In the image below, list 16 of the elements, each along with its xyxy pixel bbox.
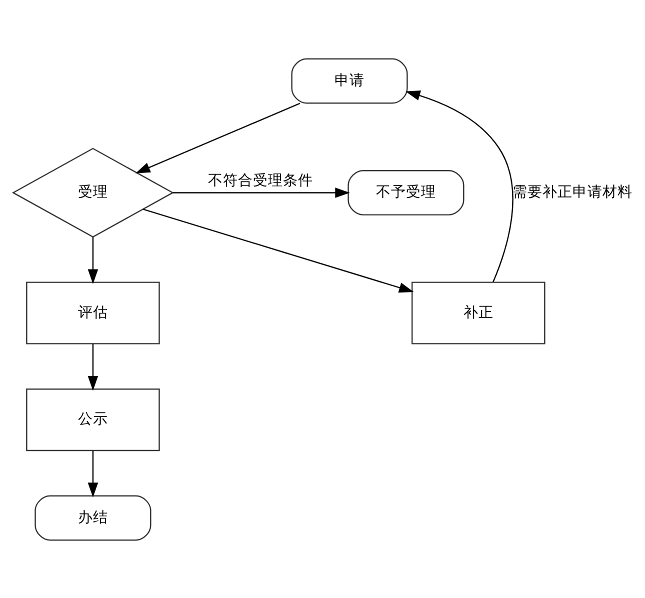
arrow: [88, 236, 98, 284]
node-box: 公示: [26, 388, 160, 451]
node-box: 不予受理: [348, 170, 464, 215]
edge-label: 不符合受理条件: [208, 171, 314, 188]
edge-label: 需要补正申请材料: [512, 183, 632, 200]
arrow: [142, 208, 414, 292]
arrow: [135, 102, 300, 173]
node-diamond: 受理: [12, 147, 174, 238]
node-box: 补正: [412, 281, 546, 344]
node-box: 评估: [26, 281, 160, 344]
arrow: [172, 187, 350, 198]
arrow: [88, 343, 98, 390]
arrow: [88, 450, 98, 497]
arrow: [405, 90, 514, 282]
node-box: 办结: [34, 494, 152, 540]
node-box: 申请: [291, 58, 408, 104]
